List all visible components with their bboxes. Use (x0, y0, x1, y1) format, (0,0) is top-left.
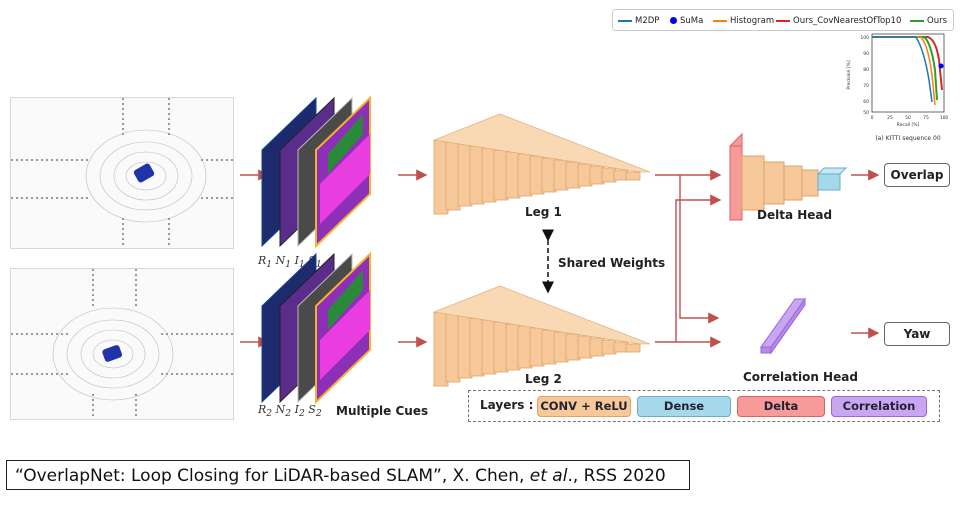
ytick: 100 (860, 35, 869, 41)
correlation-head-label: Correlation Head (743, 370, 858, 384)
arrows (240, 169, 880, 348)
delta-head (729, 132, 848, 222)
lidar-scan-1 (10, 97, 234, 249)
ytick: 50 (863, 110, 869, 116)
lidar-scan-2 (10, 268, 234, 420)
legend-item-ours: Ours (910, 16, 947, 26)
xtick: 25 (887, 115, 893, 121)
legend-item-histogram: Histogram (713, 16, 774, 26)
legend-chip-conv: CONV + ReLU (537, 396, 631, 417)
leg1-label: Leg 1 (525, 205, 562, 219)
delta-head-label: Delta Head (757, 208, 833, 222)
ytick: 80 (863, 67, 869, 73)
cue-stack-2 (261, 251, 371, 405)
legend-item-suma: SuMa (670, 16, 703, 26)
ytick: 90 (863, 51, 869, 57)
correlation-head (760, 297, 806, 355)
cue-labels-2: R2 N2 I2 S2 (258, 403, 322, 420)
layers-legend-title: Layers : (480, 398, 534, 412)
x-axis-label: Recall [%] (897, 122, 920, 128)
precision-recall-plot: 100 90 80 70 60 50 0 25 50 75 100 Recall… (846, 33, 949, 142)
legend-chip-correlation: Correlation (831, 396, 927, 417)
leg1-conv-stack (432, 113, 651, 215)
citation: “OverlapNet: Loop Closing for LiDAR-base… (6, 460, 690, 490)
legend-item-ours-cov: Ours_CovNearestOfTop10 (776, 16, 901, 26)
legend-chip-dense: Dense (637, 396, 731, 417)
overlap-output: Overlap (884, 163, 950, 187)
leg2-label: Leg 2 (525, 372, 562, 386)
leg2-conv-stack (432, 285, 651, 387)
yaw-output: Yaw (884, 322, 950, 346)
legend-item-m2dp: M2DP (618, 16, 659, 26)
xtick: 0 (871, 115, 874, 121)
plot-caption: (a) KITTI sequence 00 (875, 135, 941, 142)
multiple-cues-label: Multiple Cues (336, 404, 429, 418)
ytick: 70 (863, 83, 869, 89)
shared-weights-label: Shared Weights (558, 256, 666, 270)
ytick: 60 (863, 99, 869, 105)
xtick: 50 (905, 115, 911, 121)
xtick: 100 (940, 115, 949, 121)
cue-stack-1 (261, 95, 371, 249)
legend-chip-delta: Delta (737, 396, 825, 417)
xtick: 75 (923, 115, 929, 121)
layers-legend (468, 390, 940, 422)
y-axis-label: Precision [%] (846, 60, 852, 90)
